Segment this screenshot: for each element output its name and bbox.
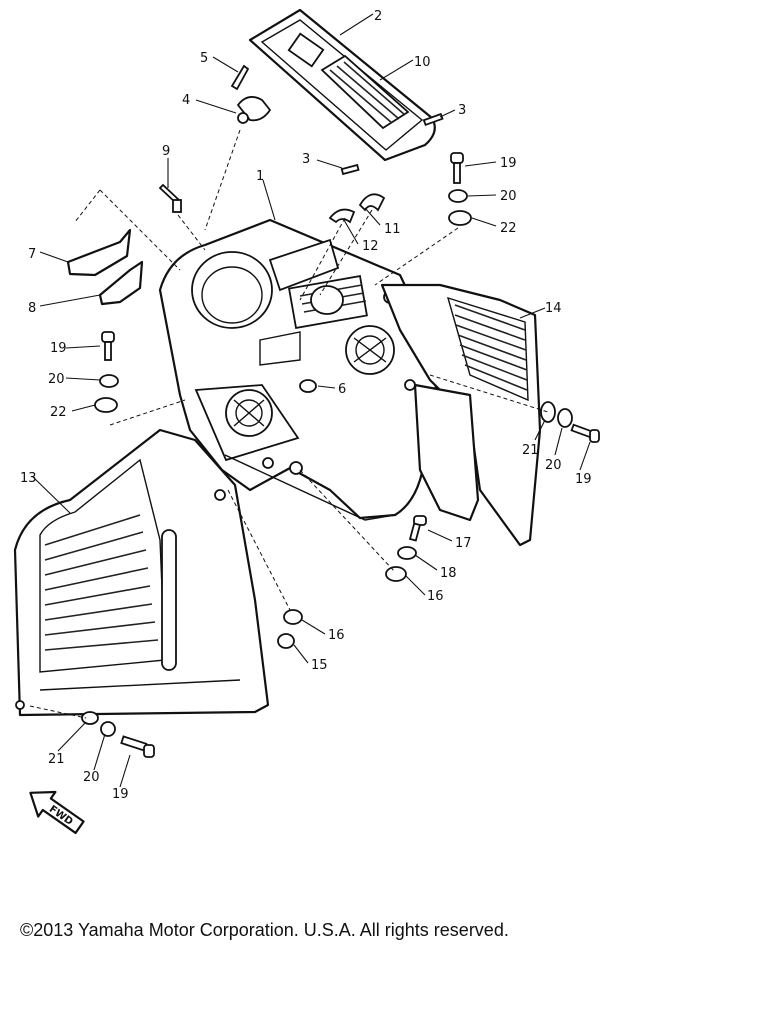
callout-19-top: 19: [500, 156, 517, 171]
part-15-nut: [277, 633, 295, 649]
part-11-grommet: [358, 193, 386, 212]
callout-15: 15: [311, 658, 328, 673]
fwd-arrow: FWD: [29, 790, 85, 835]
callout-19-left: 19: [50, 341, 67, 356]
part-16-washer-mid: [283, 609, 303, 625]
part-22-grommet-top: [448, 210, 472, 226]
part-20-washer-right: [557, 408, 573, 428]
part-18-washer: [397, 546, 417, 560]
part-22-grommet-left: [94, 397, 118, 413]
callout-6-center: 6: [338, 382, 346, 397]
part-13-left-cover: [13, 428, 270, 717]
callout-16-mid: 16: [328, 628, 345, 643]
callout-13: 13: [20, 471, 37, 486]
parts-diagram: 2 10 3 3 5 4 9 1 19 20 22 11 12 7 8 14 1…: [13, 8, 600, 835]
part-16-washer-lower: [385, 566, 407, 582]
callout-20-left: 20: [48, 372, 65, 387]
part-14-right-cover: [380, 283, 542, 547]
callout-20-right: 20: [545, 458, 562, 473]
part-19-bolt-left: [101, 331, 115, 361]
part-20-washer-top: [448, 189, 468, 203]
part-21-washer-bottom: [81, 711, 99, 725]
part-7-bracket: [66, 228, 132, 277]
part-4-clip: [236, 96, 272, 124]
callout-22-top: 22: [500, 221, 517, 236]
callout-5: 5: [200, 51, 208, 66]
callout-12: 12: [362, 239, 379, 254]
callout-4: 4: [182, 93, 190, 108]
callout-22-left: 22: [50, 405, 67, 420]
callout-1: 1: [256, 169, 264, 184]
part-3-pin-left: [340, 163, 360, 176]
callout-14: 14: [545, 301, 562, 316]
callout-20-bottom: 20: [83, 770, 100, 785]
part-20-washer-left: [99, 374, 119, 388]
part-19-bolt-right: [570, 423, 600, 443]
part-5-screw: [230, 64, 250, 91]
part-17-bolt: [408, 515, 427, 542]
callout-20-top: 20: [500, 189, 517, 204]
callout-16-lower: 16: [427, 589, 444, 604]
callout-18: 18: [440, 566, 457, 581]
copyright-notice: ©2013 Yamaha Motor Corporation. U.S.A. A…: [20, 920, 509, 940]
callout-2: 2: [374, 9, 382, 24]
part-21-washer-right: [540, 401, 556, 423]
part-6-nut-center: [299, 379, 317, 393]
callout-10: 10: [414, 55, 431, 70]
callout-9: 9: [162, 144, 170, 159]
part-10-pad: [320, 54, 410, 130]
callout-11: 11: [384, 222, 401, 237]
callout-19-right: 19: [575, 472, 592, 487]
callout-8: 8: [28, 301, 36, 316]
assembly-lines: [29, 129, 549, 719]
callouts: 2 10 3 3 5 4 9 1 19 20 22 11 12 7 8 14 1…: [20, 9, 592, 802]
part-19-bolt-top: [450, 152, 464, 184]
callout-3-right: 3: [458, 103, 466, 118]
part-1-main-body: [158, 218, 442, 521]
leader-lines: [32, 13, 591, 788]
part-9-pin: [158, 183, 182, 213]
callout-21-bottom: 21: [48, 752, 65, 767]
part-20-washer-bottom: [100, 721, 116, 737]
part-19-bolt-bottom: [120, 735, 155, 758]
callout-3-left: 3: [302, 152, 310, 167]
part-12-grommet: [328, 208, 356, 224]
callout-19-bottom: 19: [112, 787, 129, 802]
callout-7: 7: [28, 247, 36, 262]
callout-17: 17: [455, 536, 472, 551]
part-8-bracket: [98, 260, 144, 306]
callout-21-right: 21: [522, 443, 539, 458]
